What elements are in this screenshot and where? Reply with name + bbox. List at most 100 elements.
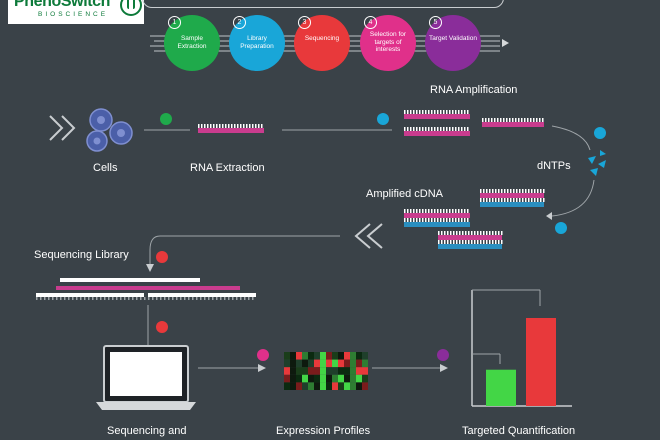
heatmap-cell (326, 382, 332, 390)
heatmap-cell (290, 352, 296, 360)
heatmap-cell (344, 374, 350, 383)
step-number: 4 (364, 16, 377, 29)
heatmap-cell (320, 352, 326, 360)
heatmap-cell (356, 367, 362, 375)
heatmap-cell (314, 382, 320, 390)
heatmap-cell (356, 352, 362, 360)
heatmap-cell (326, 359, 332, 368)
logo-title: PhenoSwitch (14, 0, 111, 10)
heatmap-cell (302, 382, 308, 390)
label-rna-amplification: RNA Amplification (430, 84, 518, 96)
blue-dot (377, 113, 389, 125)
heatmap-cell (338, 374, 344, 383)
heatmap-cell (284, 367, 290, 375)
heatmap-cell (362, 374, 368, 383)
rna-strand (198, 124, 264, 133)
heatmap-cell (308, 374, 314, 383)
quantification-bar (486, 369, 516, 406)
heatmap-cell (344, 382, 350, 390)
heatmap-cell (356, 359, 362, 368)
heatmap-cell (284, 359, 290, 368)
heatmap-cell (356, 374, 362, 383)
heatmap-cell (296, 352, 302, 360)
heatmap-cell (338, 382, 344, 390)
heatmap-cell (308, 352, 314, 360)
step-sample-extraction: 1 Sample Extraction (164, 15, 220, 71)
dntps-molecules-icon (588, 150, 606, 176)
logo-subtitle: BIOSCIENCE (38, 11, 109, 18)
heatmap-cell (308, 382, 314, 390)
heatmap-cell (362, 382, 368, 390)
step-selection-targets: 4 Selection for targets of interests (360, 15, 416, 71)
cdna-strand (404, 209, 470, 218)
forward-chevrons-icon (49, 115, 76, 141)
label-cells: Cells (93, 162, 118, 174)
rna-strand (482, 118, 544, 127)
heatmap-cell (284, 374, 290, 383)
cells-icon (86, 108, 133, 152)
quantification-chart (471, 289, 572, 407)
heatmap-cell (332, 367, 338, 375)
heatmap-cell (302, 352, 308, 360)
step-label: Library Preparation (240, 35, 274, 50)
label-targeted-quantification: Targeted Quantification (462, 425, 576, 437)
heatmap-cell (338, 367, 344, 375)
rna-strand (404, 127, 470, 136)
heatmap-cell (314, 359, 320, 368)
heatmap-cell (296, 382, 302, 390)
heatmap-cell (350, 382, 356, 390)
heatmap-cell (290, 367, 296, 375)
heatmap-cell (302, 359, 308, 368)
heatmap-cell (314, 374, 320, 383)
cdna-strand (480, 189, 545, 198)
heatmap-cell (296, 374, 302, 383)
heatmap-cell (314, 367, 320, 375)
heatmap-cell (344, 359, 350, 368)
cdna-strand (404, 218, 470, 227)
heatmap-cell (332, 352, 338, 360)
heatmap-cell (338, 352, 344, 360)
step-sequencing: 3 Sequencing (294, 15, 350, 71)
cdna-strand (480, 198, 545, 207)
heatmap-cell (350, 374, 356, 383)
heatmap-cell (350, 367, 356, 375)
heatmap-cell (296, 359, 302, 368)
reverse-chevrons-icon (354, 223, 383, 249)
laptop-icon (96, 345, 196, 410)
step-label: Target Validation (429, 35, 477, 42)
heatmap-cell (314, 352, 320, 360)
step-label: Sequencing (304, 35, 340, 42)
heatmap-cell (308, 367, 314, 375)
logo: PhenoSwitch BIOSCIENCE (8, 0, 144, 24)
purple-dot (437, 349, 449, 361)
heatmap-cell (344, 367, 350, 375)
heatmap-cell (302, 367, 308, 375)
step-number: 3 (298, 16, 311, 29)
logo-ring-icon (120, 0, 142, 16)
steps-arrowhead-icon (502, 39, 509, 47)
step-target-validation: 5 Target Validation (425, 15, 481, 71)
cdna-strand (438, 231, 503, 240)
heatmap-cell (296, 367, 302, 375)
heatmap-cell (350, 352, 356, 360)
label-sequencing-library: Sequencing Library (34, 249, 129, 261)
cdna-strand (438, 240, 503, 249)
heatmap-cell (290, 374, 296, 383)
blue-dot (555, 222, 567, 234)
logo-helix-icon (127, 0, 135, 9)
heatmap-cell (320, 359, 326, 368)
label-rna-extraction: RNA Extraction (190, 162, 265, 174)
label-sequencing-and: Sequencing and (107, 425, 187, 437)
red-dot (156, 321, 168, 333)
label-amplified-cdna: Amplified cDNA (366, 188, 444, 200)
step-number: 2 (233, 16, 246, 29)
heatmap-cell (326, 374, 332, 383)
heatmap-cell (338, 359, 344, 368)
step-label: Selection for targets of interests (369, 31, 407, 53)
green-dot (160, 113, 172, 125)
heatmap-cell (332, 374, 338, 383)
step-library-preparation: 2 Library Preparation (229, 15, 285, 71)
heatmap-cell (284, 382, 290, 390)
